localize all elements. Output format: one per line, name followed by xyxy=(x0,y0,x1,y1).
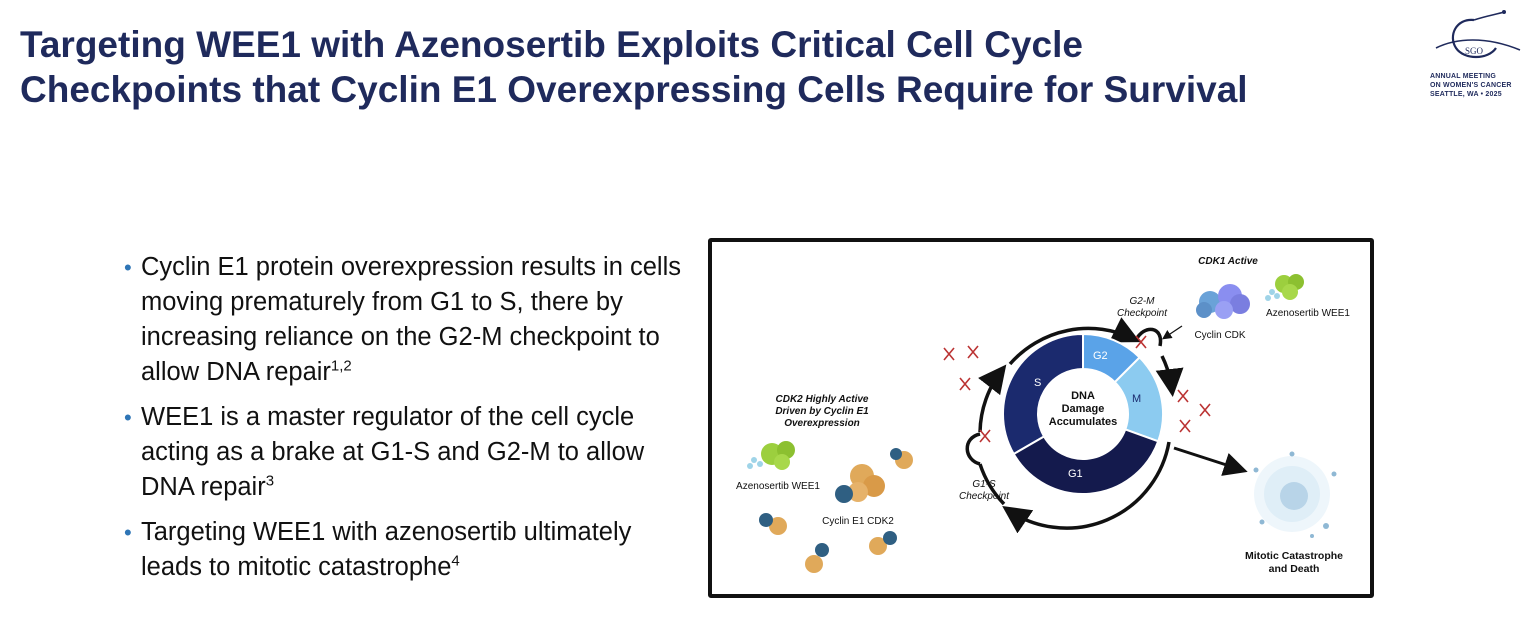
g2m-checkpoint-label-line-1: G2-M xyxy=(1130,296,1156,307)
reference-marker: 1,2 xyxy=(330,357,352,375)
sgo-logo-icon xyxy=(1435,10,1521,59)
cyclin-cdk-label: Cyclin CDK xyxy=(1194,330,1245,341)
outcome-label-line-2: and Death xyxy=(1269,563,1320,575)
slide-title: Targeting WEE1 with Azenosertib Exploits… xyxy=(20,22,1248,112)
cdk2-label-line-3: Overexpression xyxy=(784,418,860,429)
logo-line-3: SEATTLE, WA • 2025 xyxy=(1430,91,1502,98)
cdk2-label-line-1: CDK2 Highly Active xyxy=(776,394,869,405)
bullet-item: WEE1 is a master regulator of the cell c… xyxy=(124,400,684,505)
dna-damage-icon xyxy=(943,335,1211,443)
bullet-list: Cyclin E1 protein overexpression results… xyxy=(124,250,684,595)
logo-text: ANNUAL MEETING ON WOMEN'S CANCER SEATTLE… xyxy=(1430,72,1526,99)
phase-label-s: S xyxy=(1034,377,1041,389)
cdk2-label-line-2: Driven by Cyclin E1 xyxy=(775,406,869,417)
cyclin-cdk-complex-icon xyxy=(1196,284,1250,319)
sgo-logo: SGO ANNUAL MEETING ON WOMEN'S CANCER SEA… xyxy=(1426,8,1526,112)
cycle-arrow-left xyxy=(978,463,1006,506)
g1s-checkpoint-label-line-1: G1-S xyxy=(972,479,996,490)
reference-marker: 4 xyxy=(451,552,460,570)
logo-line-1: ANNUAL MEETING xyxy=(1430,73,1497,80)
dying-cell-icon xyxy=(1253,451,1337,538)
cdk1-pointer-arrow xyxy=(1162,325,1183,340)
g2m-checkpoint-bump xyxy=(1134,327,1163,347)
logo-abbrev: SGO xyxy=(1465,46,1484,56)
g2m-checkpoint-label-line-2: Checkpoint xyxy=(1117,308,1168,319)
bullet-text: Targeting WEE1 with azenosertib ultimate… xyxy=(141,518,632,581)
phase-label-g2: G2 xyxy=(1093,350,1108,362)
bullet-text: Cyclin E1 protein overexpression results… xyxy=(141,253,681,386)
center-label-line-1: DNA xyxy=(1071,390,1095,402)
g1s-checkpoint-label-line-2: Checkpoint xyxy=(959,491,1010,502)
outcome-label-line-1: Mitotic Catastrophe xyxy=(1245,550,1343,562)
phase-label-m: M xyxy=(1132,393,1141,405)
slide-title-line-2: Checkpoints that Cyclin E1 Overexpressin… xyxy=(20,69,1248,110)
azenosertib-wee1-top-icon xyxy=(1265,274,1304,301)
bullet-text: WEE1 is a master regulator of the cell c… xyxy=(141,403,645,501)
cycle-arrow-right xyxy=(1155,355,1184,397)
cycle-arrow-ring xyxy=(1008,317,1141,366)
azenosertib-wee1-left-label: Azenosertib WEE1 xyxy=(736,481,820,492)
center-label-line-2: Damage xyxy=(1062,403,1105,415)
cdk1-active-label: CDK1 Active xyxy=(1198,256,1258,267)
cell-cycle-svg: S G2 M G1 DNA Damage Accumulates G2-M Ch… xyxy=(736,256,1350,575)
outcome-arrow xyxy=(1173,446,1248,476)
cell-cycle-diagram: S G2 M G1 DNA Damage Accumulates G2-M Ch… xyxy=(708,238,1374,598)
center-circle xyxy=(1038,369,1128,459)
azenosertib-wee1-top-label: Azenosertib WEE1 xyxy=(1266,308,1350,319)
logo-line-2: ON WOMEN'S CANCER xyxy=(1430,82,1512,89)
center-label-line-3: Accumulates xyxy=(1049,416,1117,428)
phase-label-g1: G1 xyxy=(1068,468,1083,480)
cycle-arrow-left-up xyxy=(978,364,1007,433)
cyclin-e1-cdk2-label: Cyclin E1 CDK2 xyxy=(822,516,894,527)
g1s-checkpoint-bump xyxy=(965,432,981,466)
azenosertib-wee1-left-icon xyxy=(747,441,795,470)
bullet-item: Targeting WEE1 with azenosertib ultimate… xyxy=(124,515,684,585)
cycle-arrow-bottom xyxy=(1002,441,1171,534)
cyclin-e1-cdk2-icon xyxy=(759,448,913,573)
bullet-item: Cyclin E1 protein overexpression results… xyxy=(124,250,684,390)
slide-title-line-1: Targeting WEE1 with Azenosertib Exploits… xyxy=(20,24,1083,65)
reference-marker: 3 xyxy=(265,472,275,490)
